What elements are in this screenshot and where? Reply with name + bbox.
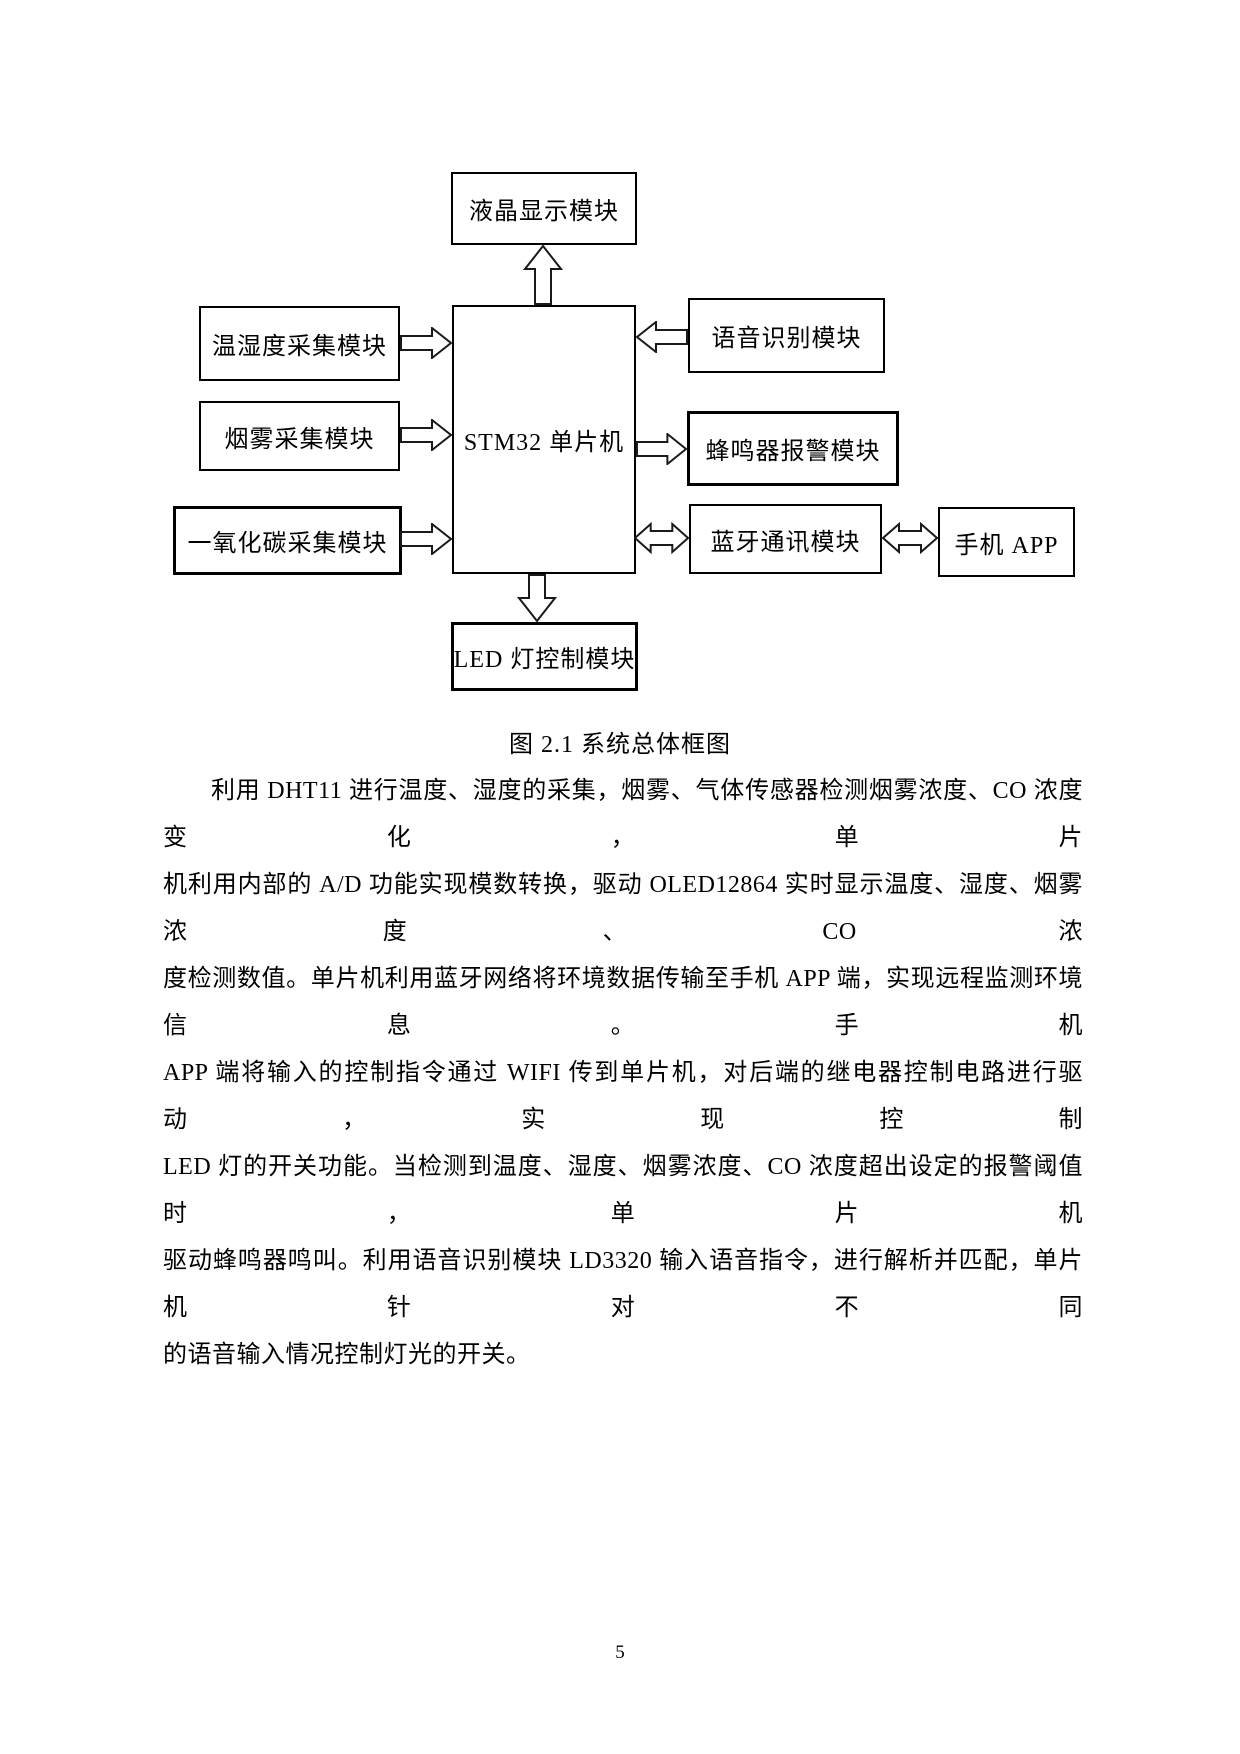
arrow-up-icon (523, 245, 563, 305)
body-paragraph: 利用 DHT11 进行温度、湿度的采集，烟雾、气体传感器检测烟雾浓度、CO 浓度… (163, 768, 1083, 1379)
paragraph-line: 的语音输入情况控制灯光的开关。 (163, 1342, 531, 1368)
diagram-box-stm32-mcu: STM32 单片机 (452, 305, 636, 574)
arrow-right-buzzer-icon (636, 433, 687, 465)
diagram-box-led-control: LED 灯控制模块 (451, 622, 638, 691)
diagram-box-lcd-display: 液晶显示模块 (451, 172, 637, 245)
diagram-box-buzzer-alarm: 蜂鸣器报警模块 (687, 411, 899, 486)
arrow-double-bluetooth-icon (634, 522, 689, 554)
diagram-box-temp-humidity: 温湿度采集模块 (199, 306, 400, 381)
arrow-double-phone-icon (882, 522, 938, 554)
arrow-right-co-icon (400, 523, 452, 555)
paragraph-line: 利用 DHT11 进行温度、湿度的采集，烟雾、气体传感器检测烟雾浓度、CO 浓度… (163, 778, 1083, 851)
diagram-box-phone-app: 手机 APP (938, 507, 1075, 577)
arrow-down-icon (517, 574, 557, 622)
paragraph-line: APP 端将输入的控制指令通过 WIFI 传到单片机，对后端的继电器控制电路进行… (163, 1060, 1083, 1133)
arrow-left-voice-icon (636, 321, 688, 353)
paragraph-line: 度检测数值。单片机利用蓝牙网络将环境数据传输至手机 APP 端，实现远程监测环境… (163, 966, 1083, 1039)
arrow-right-smoke-icon (400, 419, 452, 451)
diagram-box-voice-recognition: 语音识别模块 (688, 298, 885, 373)
diagram-box-co: 一氧化碳采集模块 (173, 506, 402, 575)
diagram-box-smoke: 烟雾采集模块 (199, 401, 400, 471)
paragraph-line: LED 灯的开关功能。当检测到温度、湿度、烟雾浓度、CO 浓度超出设定的报警阈值… (163, 1154, 1083, 1227)
paragraph-line: 驱动蜂鸣器鸣叫。利用语音识别模块 LD3320 输入语音指令，进行解析并匹配，单… (163, 1248, 1083, 1321)
figure-caption: 图 2.1 系统总体框图 (509, 732, 731, 758)
diagram-box-bluetooth: 蓝牙通讯模块 (689, 504, 882, 574)
page-number: 5 (615, 1642, 625, 1663)
arrow-right-temp-icon (400, 327, 452, 359)
paragraph-line: 机利用内部的 A/D 功能实现模数转换，驱动 OLED12864 实时显示温度、… (163, 872, 1083, 945)
